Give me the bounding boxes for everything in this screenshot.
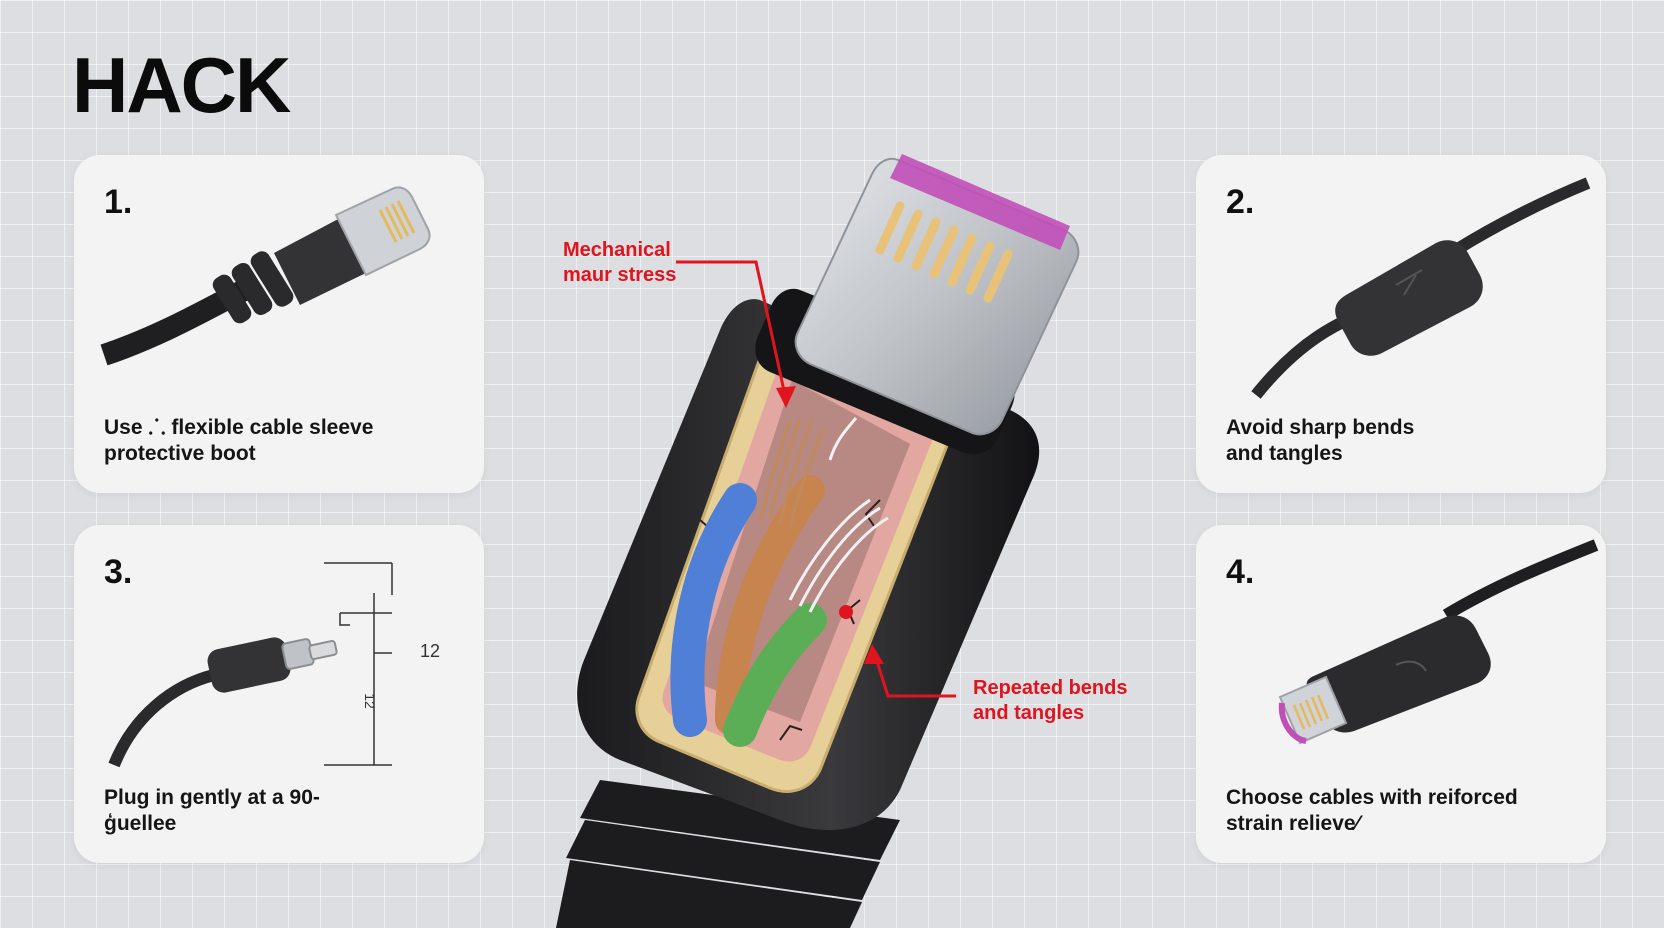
callout-repeated-bends: Repeated bends and tangles (973, 677, 1128, 724)
tip-card-3: 3. 12 12 Plug in gently at a 90- ģuellee (74, 525, 484, 863)
wire-blue (670, 483, 757, 737)
dimension-marker-icon (108, 562, 393, 768)
strain-relief-ribs (556, 780, 900, 928)
card-caption: Choose cables with reiforced strain reli… (1226, 786, 1518, 835)
callout-mechanical-stress: Mechanical maur stress (563, 239, 677, 286)
card-number: 2. (1226, 183, 1255, 221)
gold-contacts (875, 201, 1013, 303)
arrow-icon (776, 386, 796, 408)
card-number: 4. (1226, 553, 1255, 591)
lightning-connector-icon (100, 186, 431, 366)
cable-strain-relief-icon (1251, 177, 1591, 399)
usb-c-connector-icon (1278, 539, 1599, 745)
page-title: HACK (72, 41, 291, 129)
arrow-icon (864, 644, 884, 664)
tip-card-1: 1. Use ⸫ flexible cable sleeve protectiv… (74, 155, 484, 493)
arrow-icon (676, 260, 788, 401)
stress-point-marker (839, 605, 853, 619)
wire-green (723, 603, 827, 747)
dimension-label: 12 (420, 641, 441, 661)
tip-card-2: 2. Avoid sharp bends and tangles (1196, 155, 1606, 493)
card-number: 1. (104, 183, 133, 221)
tip-card-4: 4. Choose cables with reiforced strain r… (1196, 525, 1606, 863)
card-caption: Use ⸫ flexible cable sleeve protective b… (104, 416, 374, 465)
card-number: 3. (104, 553, 133, 591)
card-caption: Plug in gently at a 90- ģuellee (104, 786, 320, 835)
card-caption: Avoid sharp bends and tangles (1226, 416, 1415, 465)
